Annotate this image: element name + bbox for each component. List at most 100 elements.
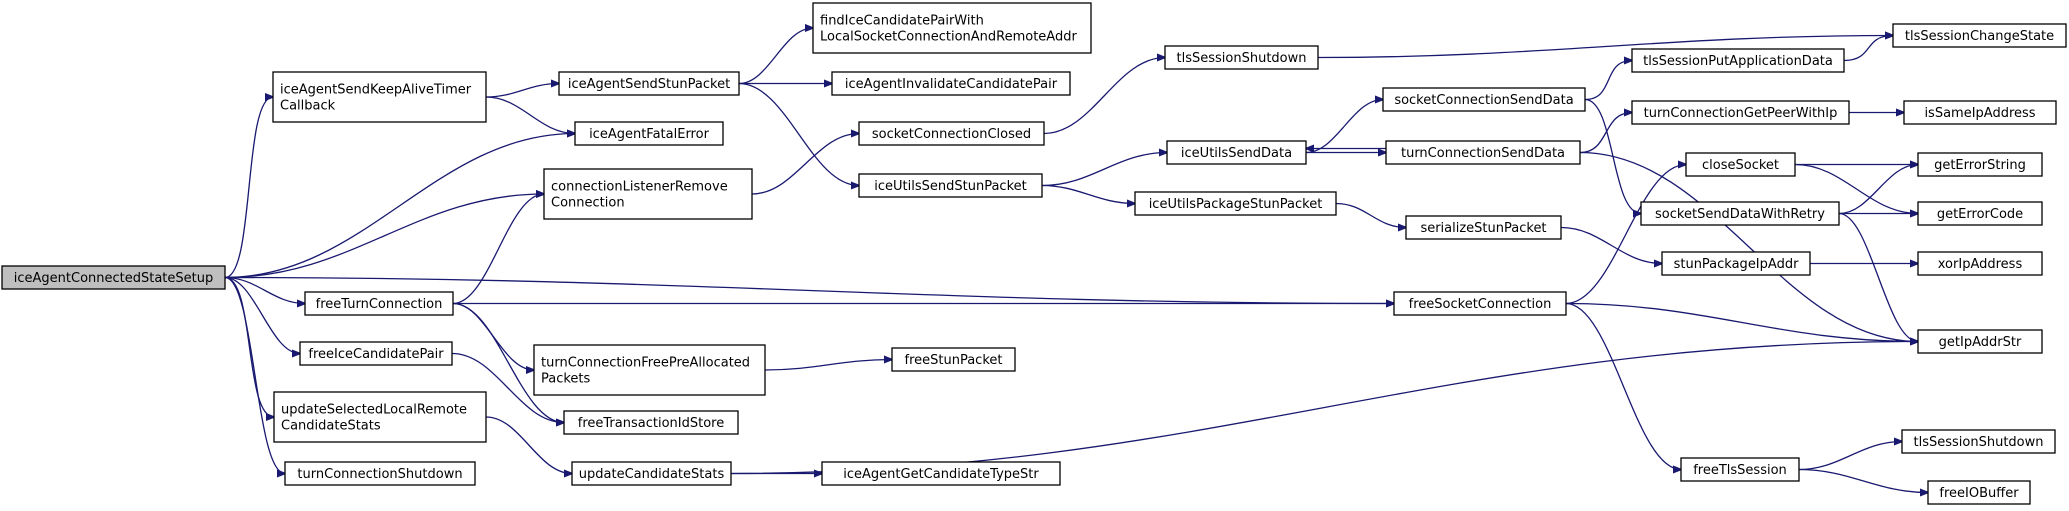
node-label: getErrorString [1934, 158, 2026, 173]
node-tcs[interactable]: turnConnectionShutdown [284, 461, 476, 486]
node-label: LocalSocketConnectionAndRemoteAddr [820, 30, 1077, 45]
edge-fsc-to-cls [1565, 165, 1686, 305]
node-box [1134, 191, 1337, 216]
node-label: connectionListenerRemove [551, 180, 728, 195]
node-label: stunPackageIpAddr [1674, 257, 1799, 272]
node-usp[interactable]: iceUtilsSendStunPacket [858, 173, 1043, 198]
edge-ssp-to-usp [738, 82, 859, 186]
edge-root-to-ftc [224, 276, 305, 304]
node-ups[interactable]: iceUtilsPackageStunPacket [1134, 191, 1337, 216]
node-icp[interactable]: iceAgentInvalidateCandidatePair [831, 71, 1071, 96]
node-label: iceAgentFatalError [589, 127, 710, 142]
node-label: tlsSessionShutdown [1914, 435, 2044, 450]
node-box [571, 461, 732, 486]
node-ftc[interactable]: freeTurnConnection [304, 291, 454, 316]
edge-fsc-to-fts2 [1565, 302, 1681, 470]
edge-ftc-to-fts [452, 302, 564, 423]
node-label: serializeStunPacket [1420, 221, 1546, 236]
edge-root-to-fsc [224, 276, 1394, 304]
node-tcsd[interactable]: turnConnectionSendData [1385, 140, 1581, 165]
node-isa[interactable]: isSameIpAddress [1903, 100, 2057, 125]
node-gct[interactable]: iceAgentGetCandidateTypeStr [821, 461, 1061, 486]
node-tsc[interactable]: tlsSessionChangeState [1892, 23, 2067, 48]
node-ser[interactable]: serializeStunPacket [1405, 215, 1562, 240]
node-label: turnConnectionSendData [1401, 146, 1565, 161]
node-gpi[interactable]: turnConnectionGetPeerWithIp [1631, 100, 1850, 125]
edge-fic-to-fts [451, 352, 564, 423]
node-box [1393, 291, 1567, 316]
node-root[interactable]: iceAgentConnectedStateSetup [1, 265, 226, 290]
node-csd[interactable]: socketConnectionSendData [1382, 87, 1586, 112]
node-ges[interactable]: getErrorString [1917, 152, 2043, 177]
node-box [1385, 140, 1581, 165]
edge-ser-to-spi [1560, 226, 1662, 264]
node-spi[interactable]: stunPackageIpAddr [1661, 251, 1811, 276]
node-label: iceAgentSendKeepAliveTimer [280, 83, 472, 98]
node-box [1927, 480, 2031, 505]
node-label: isSameIpAddress [1924, 106, 2035, 121]
edge-ftc-to-clr [452, 194, 544, 305]
edge-root-to-kat [224, 97, 273, 279]
node-scc[interactable]: socketConnectionClosed [858, 121, 1045, 146]
node-label: freeTlsSession [1693, 463, 1787, 478]
node-label: tlsSessionPutApplicationData [1643, 54, 1833, 69]
node-usd[interactable]: iceUtilsSendData [1166, 140, 1307, 165]
node-label: turnConnectionShutdown [297, 467, 462, 482]
node-box [858, 121, 1045, 146]
node-gec[interactable]: getErrorCode [1917, 201, 2043, 226]
node-box [1892, 23, 2067, 48]
node-tpa[interactable]: tlsSessionPutApplicationData [1631, 48, 1845, 73]
node-fts2[interactable]: freeTlsSession [1680, 457, 1800, 482]
edge-root-to-uls [224, 276, 274, 418]
edge-csd-to-tpa [1584, 61, 1632, 101]
node-label: socketSendDataWithRetry [1655, 207, 1825, 222]
node-label: xorIpAddress [1938, 257, 2023, 272]
node-label: Packets [541, 372, 591, 387]
node-box [1382, 87, 1586, 112]
edge-fts2-to-fio [1798, 468, 1928, 493]
edge-fts2-to-tss2 [1798, 442, 1902, 471]
node-label: findIceCandidatePairWith [820, 14, 984, 29]
node-tss2[interactable]: tlsSessionShutdown [1901, 429, 2056, 454]
node-ucs[interactable]: updateCandidateStats [571, 461, 732, 486]
node-fsp[interactable]: freeStunPacket [891, 347, 1016, 372]
node-box [1680, 457, 1800, 482]
node-fts[interactable]: freeTransactionIdStore [563, 410, 739, 435]
node-fsc[interactable]: freeSocketConnection [1393, 291, 1567, 316]
node-box [1901, 429, 2056, 454]
node-ssp[interactable]: iceAgentSendStunPacket [558, 71, 740, 96]
node-label: iceUtilsSendStunPacket [874, 179, 1026, 194]
node-fcp[interactable]: findIceCandidatePairWithLocalSocketConne… [812, 2, 1092, 54]
node-box [821, 461, 1061, 486]
node-box [273, 391, 487, 443]
node-box [1917, 251, 2043, 276]
node-gas[interactable]: getIpAddrStr [1917, 329, 2043, 354]
node-fio[interactable]: freeIOBuffer [1927, 480, 2031, 505]
node-label: getIpAddrStr [1939, 335, 2022, 350]
node-box [558, 71, 740, 96]
node-tss[interactable]: tlsSessionShutdown [1164, 45, 1319, 70]
node-label: tlsSessionChangeState [1905, 29, 2054, 44]
edge-root-to-afe [224, 134, 575, 279]
node-box [831, 71, 1071, 96]
edge-ups-to-ser [1335, 202, 1406, 228]
node-label: freeTransactionIdStore [578, 416, 724, 431]
node-box [272, 71, 487, 123]
node-cls[interactable]: closeSocket [1685, 152, 1796, 177]
node-box [1166, 140, 1307, 165]
node-label: updateCandidateStats [579, 467, 725, 482]
node-xor[interactable]: xorIpAddress [1917, 251, 2043, 276]
node-box [563, 410, 739, 435]
node-sdr[interactable]: socketSendDataWithRetry [1640, 201, 1840, 226]
node-box [284, 461, 476, 486]
edge-fsc-to-gas [1565, 302, 1918, 342]
node-afe[interactable]: iceAgentFatalError [574, 121, 724, 146]
node-label: turnConnectionFreePreAllocated [541, 356, 750, 371]
node-fic[interactable]: freeIceCandidatePair [299, 341, 453, 366]
